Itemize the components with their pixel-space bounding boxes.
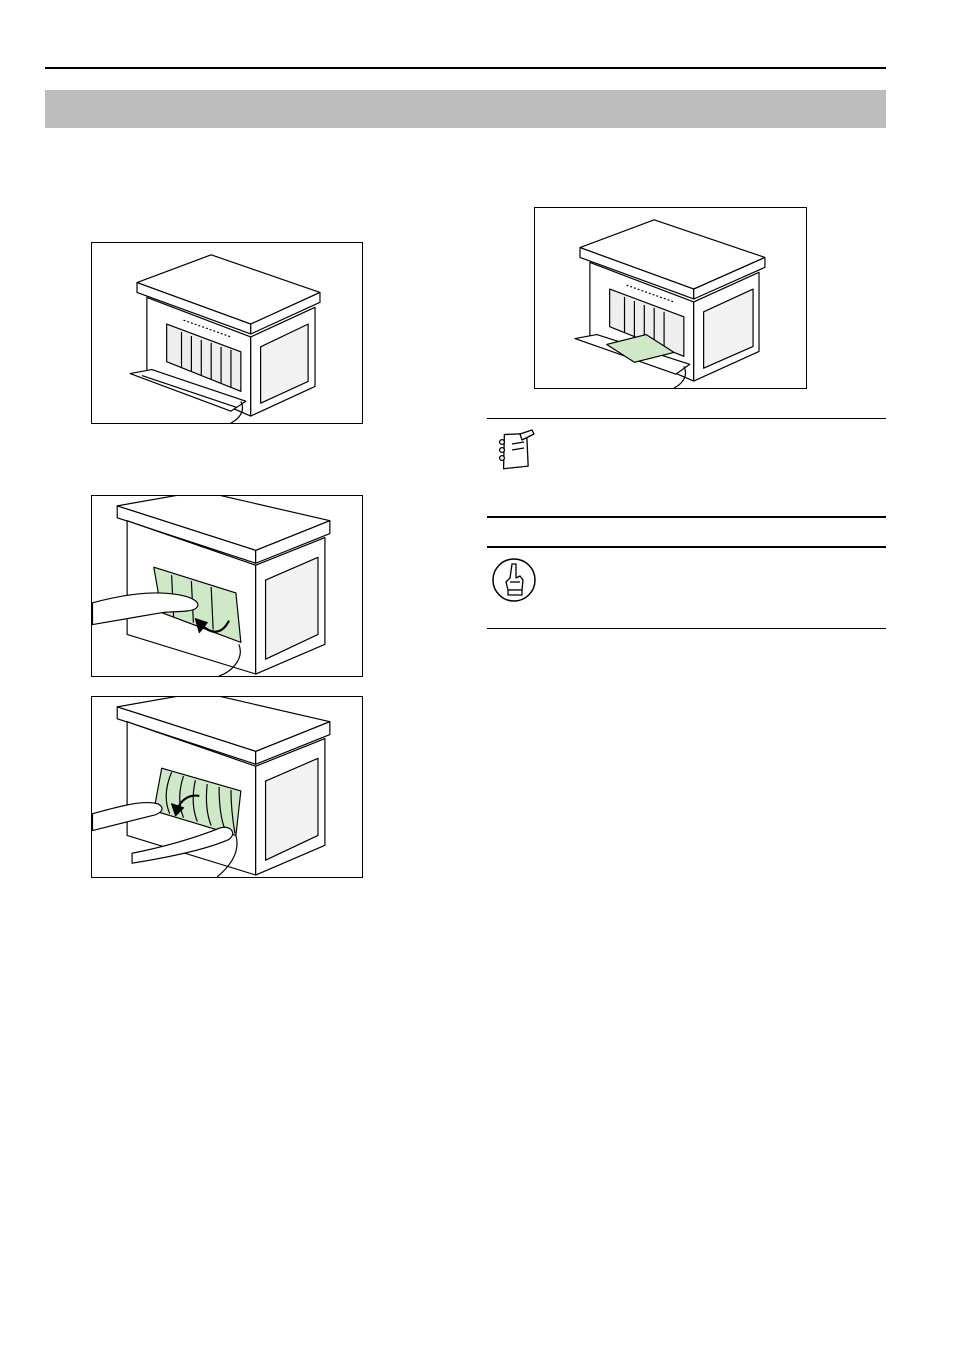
important-top-rule — [487, 546, 886, 548]
printer-illustration-icon — [92, 496, 331, 676]
top-rule — [45, 67, 886, 69]
section-header-band — [45, 90, 886, 128]
note-top-rule — [487, 418, 886, 419]
note-bottom-rule — [487, 516, 886, 518]
figure-printer-rear-tray-open — [91, 242, 363, 424]
figure-printer-rear-cover-open-hand — [91, 495, 363, 677]
notepad-pencil-icon — [490, 428, 538, 476]
printer-illustration-icon — [574, 219, 766, 388]
printer-illustration-icon — [129, 254, 321, 423]
important-bottom-rule — [487, 628, 886, 629]
pointing-hand-icon — [490, 556, 538, 604]
figure-printer-paper-on-tray — [534, 207, 807, 389]
printer-illustration-icon — [92, 697, 331, 877]
figure-printer-guides-hands — [91, 696, 363, 878]
